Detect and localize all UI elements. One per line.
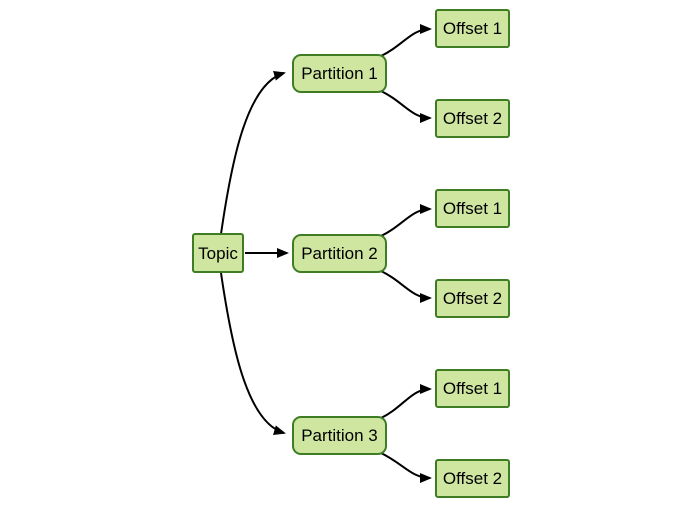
- topic-node: Topic: [192, 233, 244, 273]
- partition-3-offset-2-node: Offset 2: [435, 459, 510, 498]
- arrow-partition-3-to-offset-1: [378, 384, 432, 420]
- arrow-partition-1-to-offset-2: [378, 89, 432, 123]
- arrow-partition-3-to-offset-2: [378, 451, 432, 483]
- arrow-partition-1-to-offset-1: [378, 24, 432, 58]
- partition-2-offset-1-node: Offset 1: [435, 189, 510, 228]
- arrow-partition-2-to-offset-2: [378, 269, 432, 303]
- partition-1-node: Partition 1: [292, 54, 387, 93]
- partition-1-offset-2-node: Offset 2: [435, 99, 510, 138]
- partition-3-node: Partition 3: [292, 416, 387, 455]
- partition-1-offset-1-node: Offset 1: [435, 9, 510, 48]
- arrow-topic-to-partition-3: [220, 272, 286, 436]
- arrow-partition-2-to-offset-1: [378, 204, 432, 238]
- arrow-topic-to-partition-1: [220, 70, 286, 235]
- partition-3-offset-1-node: Offset 1: [435, 369, 510, 408]
- partition-2-node: Partition 2: [292, 234, 387, 273]
- partition-2-offset-2-node: Offset 2: [435, 279, 510, 318]
